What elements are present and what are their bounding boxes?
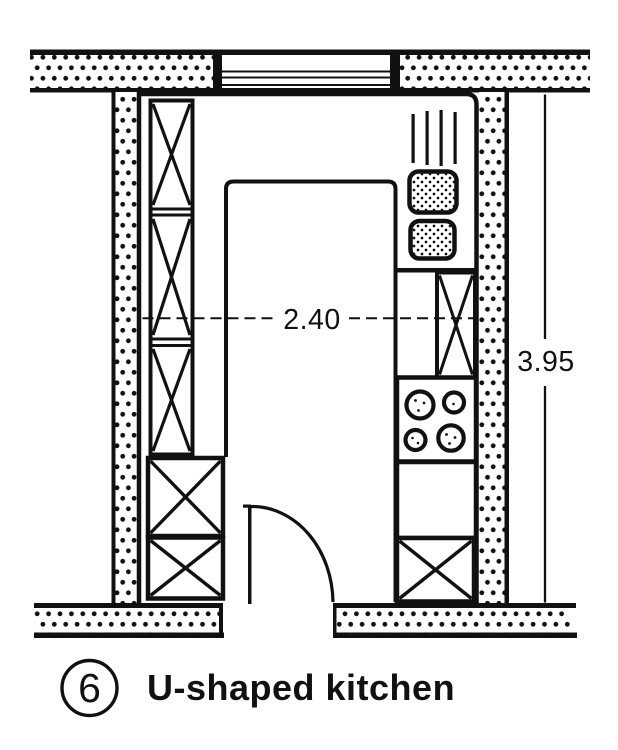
cabinet-divider — [150, 344, 193, 347]
sink-basin-1 — [407, 169, 459, 215]
sink-basin-2 — [408, 218, 457, 261]
cabinet-divider — [150, 213, 193, 217]
figure-caption: 6 U-shaped kitchen — [60, 658, 455, 718]
window-jamb-left — [213, 52, 222, 92]
window-glass-line-2 — [222, 76, 390, 79]
figure-number: 6 — [78, 665, 101, 711]
right-wall-stipple — [479, 92, 505, 608]
figure-caption-text: U-shaped kitchen — [147, 667, 455, 708]
tall-unit-right — [435, 270, 477, 380]
cabinet-x-mark — [151, 348, 192, 452]
top-wall-stipple-right — [400, 55, 590, 88]
cabinet-x-mark — [438, 275, 474, 375]
figure-number-circle — [60, 658, 119, 718]
door-swing-arc — [251, 504, 335, 603]
bottom-wall-left-bottom-line — [34, 632, 224, 638]
dimension-interior-width: 2.40 — [142, 304, 476, 336]
counter-plain-box — [394, 459, 479, 541]
dimension-depth-label: 3.95 — [517, 346, 574, 378]
vent-grill-stroke — [411, 114, 415, 163]
window-jamb-right — [390, 52, 400, 92]
top-wall-outer-line — [30, 49, 590, 56]
bottom-wall-left — [34, 603, 224, 638]
vent-grill-stroke — [439, 110, 443, 166]
top-wall — [30, 49, 590, 93]
door-leaf — [248, 505, 252, 604]
cabinet-x-mark — [151, 103, 192, 206]
burner-dots — [411, 399, 457, 445]
vent-grill — [411, 110, 457, 166]
door-leaf-tip — [243, 504, 251, 508]
dimension-tick — [394, 312, 397, 324]
cabinet-divider — [150, 337, 193, 341]
right-wall — [479, 92, 509, 608]
cabinet-x-mark — [398, 539, 473, 600]
burner-small — [441, 390, 467, 415]
door — [243, 504, 335, 604]
cabinet-x-mark — [149, 539, 222, 597]
base-cabinets-bottom-left — [145, 455, 226, 601]
bottom-wall-left-top-line — [34, 603, 223, 608]
dimension-width-label: 2.40 — [283, 304, 340, 336]
base-cabinet-bottom-right — [394, 535, 477, 604]
top-wall-inner-line — [30, 88, 590, 93]
bottom-wall-right — [333, 603, 577, 638]
bottom-wall-right-stipple — [333, 608, 570, 633]
window-sill-line — [222, 84, 390, 86]
top-wall-stipple-left — [30, 55, 213, 88]
burner-large — [404, 389, 436, 421]
tall-cabinet-column-left — [148, 98, 195, 457]
window-glass-line-1 — [222, 70, 390, 73]
dimension-interior-depth: 3.95 — [517, 94, 574, 603]
counter-divider-line — [395, 268, 477, 273]
bottom-wall-right-top-line — [333, 603, 576, 608]
counter-inner-edge — [224, 179, 398, 602]
cooktop — [394, 375, 479, 464]
cabinet-divider — [150, 207, 193, 211]
left-wall-stipple — [115, 92, 138, 608]
burner-small — [403, 427, 428, 453]
door-jamb-left — [219, 603, 223, 638]
door-jamb-right — [333, 603, 337, 638]
right-wall-outer-line — [504, 92, 509, 605]
left-wall — [111, 92, 138, 608]
left-wall-outer-line — [111, 92, 116, 605]
cabinet-x-mark — [151, 218, 192, 336]
window — [213, 52, 400, 92]
cabinet-x-mark — [149, 459, 222, 535]
room-inner-outline — [136, 91, 479, 605]
burner-large — [436, 423, 466, 453]
vent-grill-stroke — [425, 111, 429, 165]
bottom-wall-left-stipple — [34, 608, 223, 633]
vent-grill-stroke — [453, 112, 457, 164]
bottom-wall-right-bottom-line — [333, 632, 577, 638]
sink-basins — [407, 169, 459, 261]
